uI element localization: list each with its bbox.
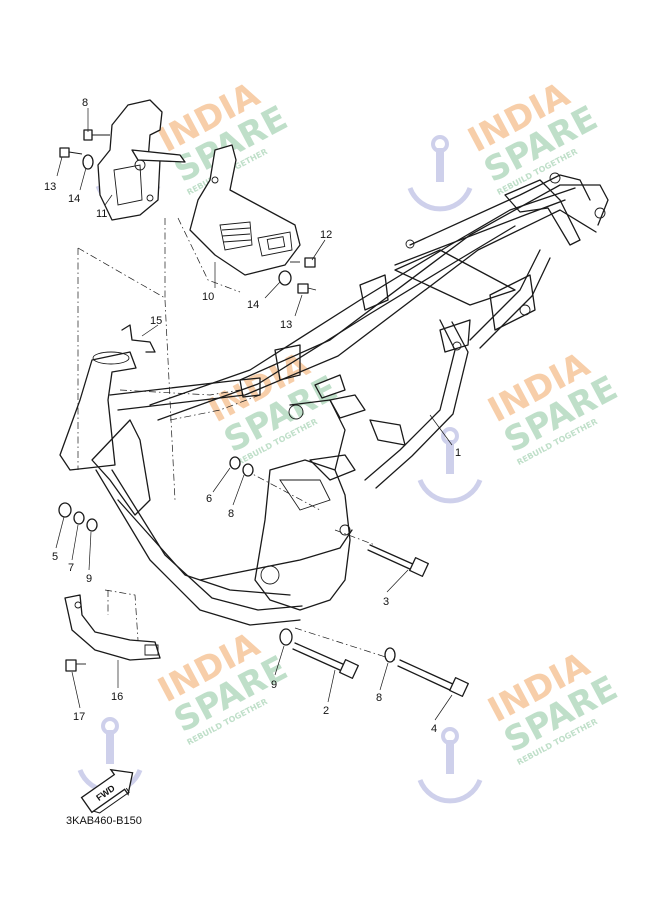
watermark-logo-bottom-right <box>417 727 483 804</box>
main-frame-part-1 <box>59 172 609 626</box>
watermark-top-right: INDIA SPARE REBUILD TOGETHER <box>462 74 604 197</box>
washer-part-9-left <box>86 518 98 532</box>
diagram-part-code: 3KAB460-B150 <box>66 815 142 827</box>
leader-lines <box>55 108 453 721</box>
fwd-arrow-icon: FWD <box>80 768 134 814</box>
washer-part-8-bottom <box>384 647 396 663</box>
bolt-part-3 <box>367 544 429 577</box>
callout-15: 15 <box>150 315 162 327</box>
callout-2: 2 <box>323 705 329 717</box>
bolt-part-4 <box>397 659 469 697</box>
callout-13: 13 <box>44 181 56 193</box>
callout-6: 6 <box>206 493 212 505</box>
watermark-logo-top-right <box>407 135 473 212</box>
callout-3: 3 <box>383 596 389 608</box>
bracket-part-11 <box>97 99 186 221</box>
watermark-bottom-center: INDIA SPARE REBUILD TOGETHER <box>152 624 294 747</box>
watermark-middle-right: INDIA SPARE REBUILD TOGETHER <box>482 344 624 467</box>
watermark-middle-center: INDIA SPARE REBUILD TOGETHER <box>202 344 344 467</box>
callout-5: 5 <box>52 551 58 563</box>
callout-10: 10 <box>202 291 214 303</box>
nut-part-5 <box>58 502 72 518</box>
bolt-part-2 <box>292 642 359 679</box>
bolt-part-13-top <box>59 147 83 158</box>
callout-8: 8 <box>228 508 234 520</box>
clip-part-15 <box>121 324 156 353</box>
callout-11: 11 <box>96 208 107 220</box>
watermark-logo-middle-right <box>417 427 483 504</box>
callout-1: 1 <box>455 447 461 459</box>
watermark-group: INDIA SPARE REBUILD TOGETHER INDIA SPARE… <box>77 74 624 804</box>
bolt-part-13-right <box>297 283 317 294</box>
callout-9-bottom: 9 <box>271 679 277 691</box>
callout-7: 7 <box>68 562 74 574</box>
callout-9: 9 <box>86 573 92 585</box>
nut-part-6 <box>229 456 241 470</box>
bolt-part-17 <box>65 659 86 672</box>
washer-part-7 <box>73 511 85 525</box>
callout-13-right: 13 <box>280 319 292 331</box>
side-cover-part-10 <box>189 144 301 276</box>
callout-12-right: 12 <box>320 229 332 241</box>
washer-part-14-top <box>82 154 94 170</box>
callout-labels: 8 13 14 11 12 10 14 13 15 1 6 8 5 7 9 3 … <box>44 97 461 735</box>
watermark-bottom-right: INDIA SPARE REBUILD TOGETHER <box>482 644 624 767</box>
callout-14-right: 14 <box>247 299 259 311</box>
washer-part-8-middle <box>242 463 254 477</box>
washer-part-14-right <box>278 270 292 286</box>
assembly-guide-lines <box>77 217 396 661</box>
callout-12: 8 <box>82 97 88 109</box>
bolt-part-12-right <box>290 257 316 268</box>
callout-8-bottom: 8 <box>376 692 382 704</box>
callout-14: 14 <box>68 193 80 205</box>
callout-16: 16 <box>111 691 123 703</box>
callout-4: 4 <box>431 723 437 735</box>
washer-part-9-bottom <box>279 628 293 646</box>
callout-17: 17 <box>73 711 85 723</box>
bracket-part-16 <box>64 594 161 661</box>
